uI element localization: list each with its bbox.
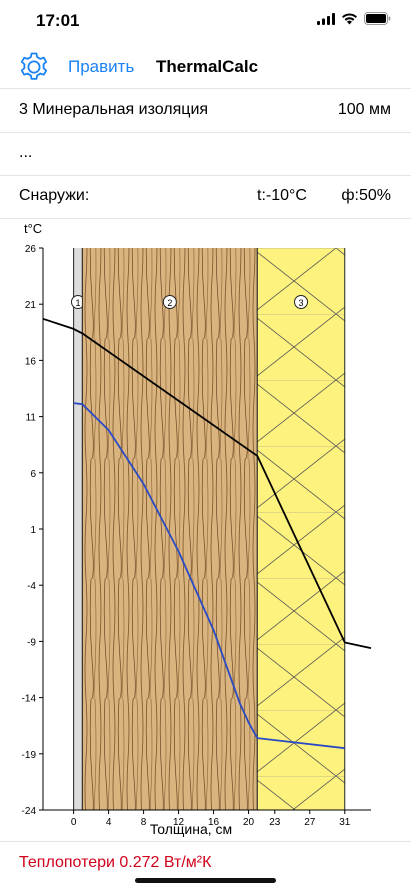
- layer-thickness: 100 мм: [337, 101, 391, 118]
- x-axis-label: Толщина, см: [150, 821, 232, 837]
- layer-number: 3: [299, 298, 304, 308]
- battery-icon: [364, 12, 391, 25]
- home-indicator: [135, 878, 276, 883]
- x-tick-label: 12: [173, 817, 185, 828]
- outside-label: Снаружи:: [19, 187, 90, 204]
- series-dew_point: [73, 402, 345, 750]
- y-tick-label: 1: [30, 525, 36, 536]
- outside-conditions-row[interactable]: Снаружи: t:-10°C ф:50%: [0, 175, 411, 219]
- status-time: 17:01: [36, 11, 80, 30]
- y-tick-label: 11: [26, 413, 37, 424]
- layer-1: [73, 248, 83, 810]
- outside-humidity: ф:50%: [341, 187, 391, 204]
- layer-number-badge: [294, 295, 309, 309]
- page-title: ThermalCalc: [156, 57, 259, 76]
- series-temperature: [42, 317, 372, 649]
- status-icons: [317, 12, 391, 25]
- y-tick-label: 26: [25, 244, 37, 255]
- x-tick-label: 31: [339, 817, 351, 828]
- nav-bar: Править ThermalCalc: [0, 44, 411, 90]
- wall-layers: 1 2 3: [70, 248, 346, 810]
- layer-2: [82, 248, 258, 810]
- chart-series: [42, 317, 372, 750]
- more-text: ...: [19, 144, 33, 161]
- outside-temperature: t:-10°C: [257, 187, 307, 204]
- x-tick-label: 16: [208, 817, 220, 828]
- more-row[interactable]: ...: [0, 132, 411, 176]
- layer-number-badge: [162, 295, 177, 309]
- layer-number: 2: [167, 298, 172, 308]
- layer-row[interactable]: 3 Минеральная изоляция 100 мм: [0, 88, 411, 133]
- signal-icon: [317, 12, 335, 25]
- y-tick-label: 6: [30, 469, 36, 480]
- edit-button[interactable]: Править: [68, 57, 135, 76]
- x-tick-label: 20: [243, 817, 255, 828]
- y-axis-label: t°C: [24, 221, 42, 236]
- y-tick-label: -19: [22, 750, 37, 761]
- status-bar: 17:01: [0, 0, 411, 44]
- heat-loss-footer: Теплопотери 0.272 Вт/м²К: [0, 841, 411, 882]
- heat-loss-text: Теплопотери 0.272 Вт/м²К: [19, 854, 212, 871]
- layer-name: 3 Минеральная изоляция: [19, 101, 209, 118]
- gear-icon[interactable]: [18, 51, 50, 83]
- y-tick-label: -4: [27, 581, 36, 592]
- x-tick-label: 4: [106, 817, 112, 828]
- x-tick-label: 27: [304, 817, 316, 828]
- layer-number: 1: [75, 298, 80, 308]
- wifi-icon: [342, 12, 357, 24]
- x-tick-label: 8: [141, 817, 147, 828]
- layer-3: [257, 248, 345, 810]
- y-tick-label: -24: [22, 806, 37, 817]
- x-tick-label: 23: [269, 817, 281, 828]
- y-tick-label: 21: [25, 300, 37, 311]
- y-tick-label: -14: [22, 694, 37, 705]
- x-tick-label: 0: [71, 817, 77, 828]
- y-tick-label: -9: [27, 637, 36, 648]
- y-tick-label: 16: [25, 356, 37, 367]
